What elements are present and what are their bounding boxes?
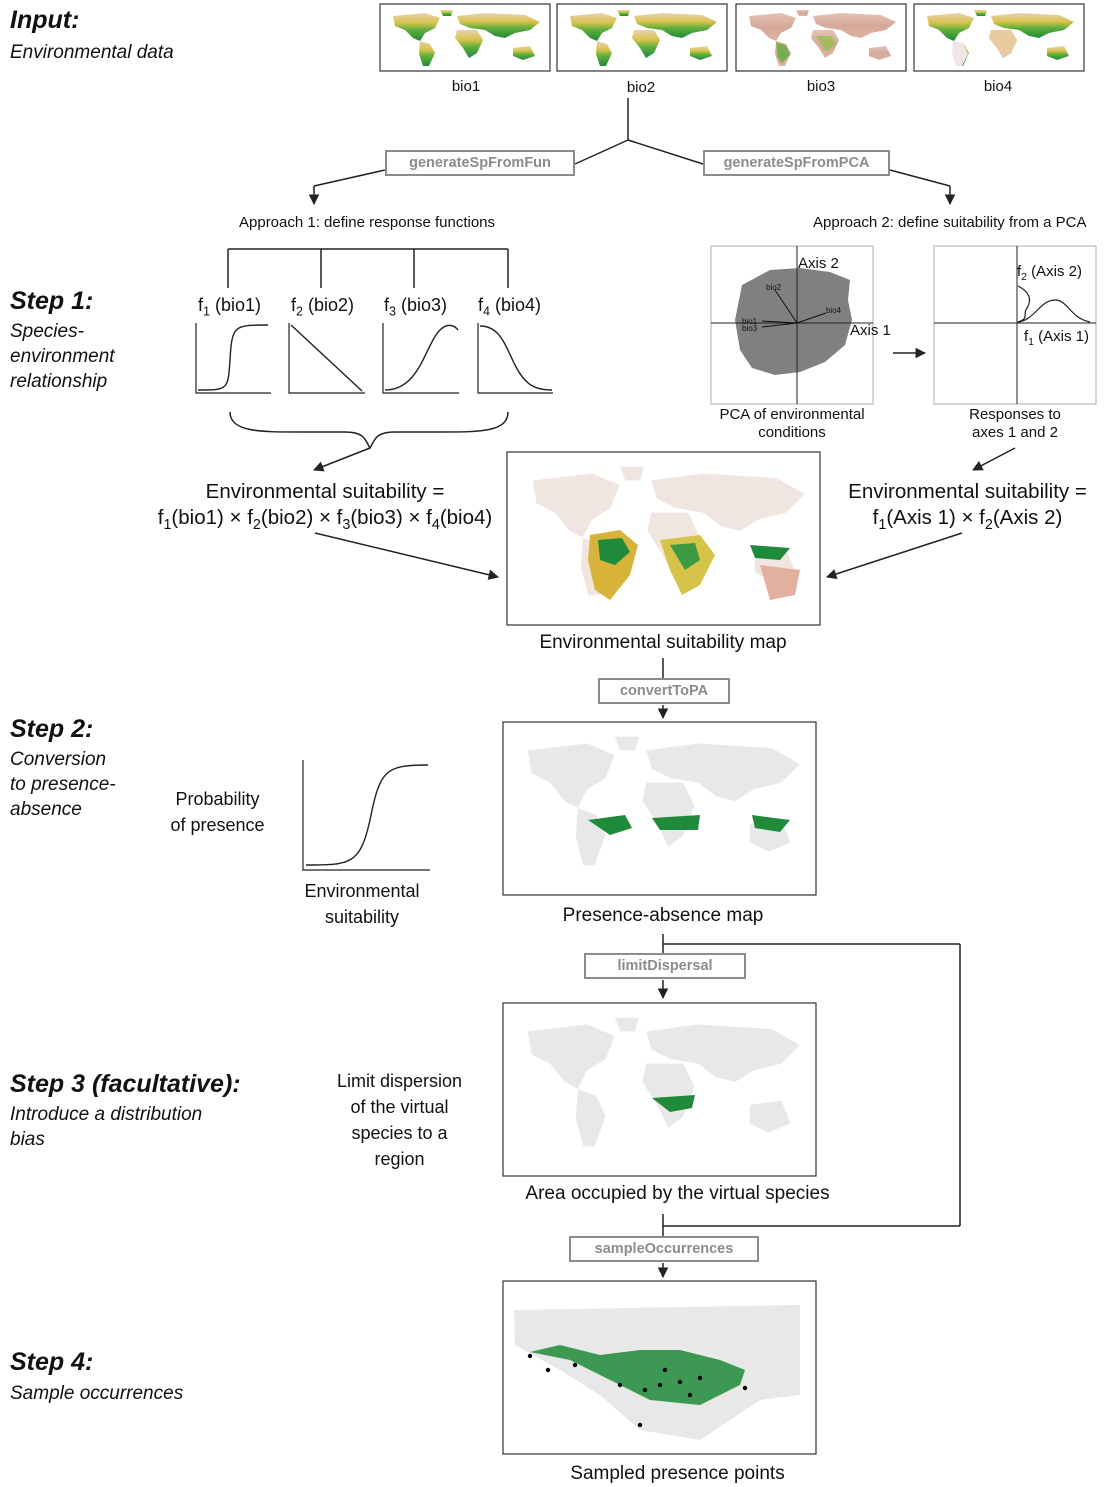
pca-response-f1-label: f1 (Axis 1) xyxy=(1024,328,1090,348)
response-func-label-3: f3 (bio3) xyxy=(384,295,448,319)
response-plot-1 xyxy=(195,323,271,394)
response-func-label-4: f4 (bio4) xyxy=(478,295,542,319)
response-plot-4 xyxy=(477,323,553,394)
input-map-bio2 xyxy=(556,3,728,72)
approach1-label: Approach 1: define response functions xyxy=(239,214,496,231)
pca-arrow-label-bio3: bio3 xyxy=(742,324,758,333)
step1-subtitle-line: relationship xyxy=(10,371,108,392)
step3-subtitle-line: bias xyxy=(10,1129,45,1150)
input-title: Input: xyxy=(10,6,80,34)
response-plot-2 xyxy=(288,323,365,394)
suitability-map xyxy=(506,451,821,626)
pca-axis1-label: Axis 1 xyxy=(850,322,891,339)
limit-dispersion-line: species to a xyxy=(351,1123,448,1143)
env-suitability-axis-line: Environmental xyxy=(304,881,420,901)
step2-title: Step 2: xyxy=(10,715,94,743)
env-suitability-axis-line: suitability xyxy=(324,907,400,927)
pca-response-f2-label: f2 (Axis 2) xyxy=(1017,263,1083,283)
suitability-formula-left-line1: Environmental suitability = xyxy=(205,480,445,503)
limit-dispersion-line: Limit dispersion xyxy=(336,1071,463,1091)
input-subtitle: Environmental data xyxy=(10,42,174,63)
pca-arrow-label-bio2: bio2 xyxy=(766,283,782,292)
env-suitability-axis-label: Environmental suitability xyxy=(292,878,432,930)
step1-subtitle: Species- environment relationship xyxy=(10,319,115,394)
step2-subtitle: Conversion to presence- absence xyxy=(10,747,116,822)
step2-subtitle-line: to presence- xyxy=(10,774,116,795)
presence-absence-map xyxy=(502,721,817,896)
area-occupied-map xyxy=(502,1002,817,1177)
generate-from-pca-function: generateSpFromPCA xyxy=(703,150,890,176)
probability-label-line: of presence xyxy=(170,815,265,835)
step1-title: Step 1: xyxy=(10,287,94,315)
bio2-label: bio2 xyxy=(626,79,656,96)
input-map-bio4 xyxy=(913,3,1085,72)
step4-subtitle: Sample occurrences xyxy=(10,1383,184,1404)
limit-dispersion-text: Limit dispersion of the virtual species … xyxy=(322,1068,477,1172)
probability-curve xyxy=(302,760,430,871)
probability-label-line: Probability xyxy=(175,789,260,809)
probability-label: Probability of presence xyxy=(150,786,285,838)
suitability-formula-right-line1: Environmental suitability = xyxy=(848,480,1087,503)
suitability-formula-right-line2: f1(Axis 1) × f2(Axis 2) xyxy=(872,506,1063,534)
pca-response-caption: Responses to axes 1 and 2 xyxy=(930,406,1100,442)
pca-response-caption-line: Responses to xyxy=(969,406,1061,423)
pca-response-caption-line: axes 1 and 2 xyxy=(972,424,1058,441)
limit-dispersal-function: limitDispersal xyxy=(584,953,746,979)
suitability-formula-left-line2: f1(bio1) × f2(bio2) × f3(bio3) × f4(bio4… xyxy=(157,506,493,534)
step2-subtitle-line: Conversion xyxy=(10,749,107,770)
step1-subtitle-line: environment xyxy=(10,346,115,367)
generate-from-fun-function: generateSpFromFun xyxy=(385,150,575,176)
limit-dispersion-line: of the virtual xyxy=(350,1097,449,1117)
input-map-bio3 xyxy=(735,3,907,72)
step4-title: Step 4: xyxy=(10,1348,94,1376)
step2-subtitle-line: absence xyxy=(10,799,82,820)
pca-caption-line: PCA of environmental xyxy=(719,406,865,423)
response-func-label-1: f1 (bio1) xyxy=(198,295,262,319)
sample-occurrences-function: sampleOccurrences xyxy=(569,1236,759,1262)
suitability-map-caption: Environmental suitability map xyxy=(539,632,787,653)
step3-subtitle-line: Introduce a distribution xyxy=(10,1104,203,1125)
approach2-label: Approach 2: define suitability from a PC… xyxy=(813,214,1087,231)
bio3-label: bio3 xyxy=(806,78,836,95)
pca-arrow-label-bio4: bio4 xyxy=(826,306,842,315)
bio4-label: bio4 xyxy=(983,78,1013,95)
suitability-formula-left: Environmental suitability = f1(bio1) × f… xyxy=(140,479,510,538)
area-occupied-caption: Area occupied by the virtual species xyxy=(525,1183,830,1204)
suitability-formula-right: Environmental suitability = f1(Axis 1) ×… xyxy=(830,479,1105,538)
pca-caption: PCA of environmental conditions xyxy=(706,406,878,442)
bio1-label: bio1 xyxy=(451,78,481,95)
response-func-label-2: f2 (bio2) xyxy=(291,295,355,319)
pca-response-plot xyxy=(933,245,1097,405)
limit-dispersion-line: region xyxy=(374,1149,425,1169)
sampled-points-caption: Sampled presence points xyxy=(570,1463,785,1484)
pca-caption-line: conditions xyxy=(758,424,826,441)
step3-title: Step 3 (facultative): xyxy=(10,1070,241,1098)
response-plot-3 xyxy=(382,323,459,394)
pca-arrow-label-bio1: bio1 xyxy=(742,317,758,326)
pca-axis2-label: Axis 2 xyxy=(798,255,839,272)
presence-absence-caption: Presence-absence map xyxy=(562,905,764,926)
pca-plot xyxy=(710,245,874,405)
input-map-bio1 xyxy=(379,3,551,72)
sampled-points-map xyxy=(502,1280,817,1455)
convert-to-pa-function: convertToPA xyxy=(598,678,730,704)
step3-subtitle: Introduce a distribution bias xyxy=(10,1102,202,1152)
step1-subtitle-line: Species- xyxy=(10,321,84,342)
